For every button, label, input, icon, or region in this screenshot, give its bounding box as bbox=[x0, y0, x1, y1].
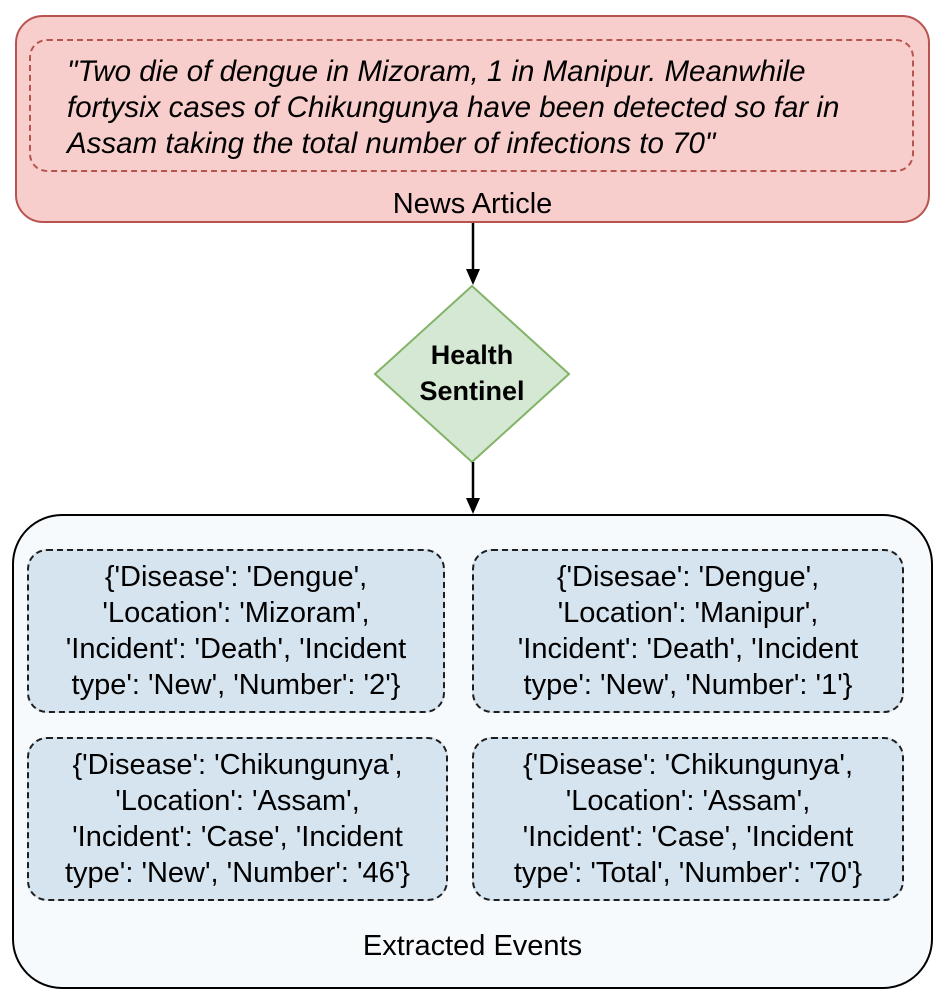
event-line: 'Incident': 'Death', 'Incident bbox=[517, 633, 859, 665]
event-line: 'Incident': 'Case', 'Incident bbox=[522, 821, 854, 853]
event-line: type': 'Total', 'Number': '70'} bbox=[513, 857, 863, 889]
arrow-news-to-sentinel bbox=[466, 223, 480, 285]
health-sentinel-label: Health Sentinel bbox=[373, 337, 571, 409]
event-text: {'Disease': 'Dengue', 'Location': 'Mizor… bbox=[66, 559, 406, 703]
event-line: {'Disease': 'Chikungunya', bbox=[72, 749, 403, 781]
news-article-label: News Article bbox=[392, 188, 553, 220]
event-card: {'Disease': 'Chikungunya', 'Location': '… bbox=[472, 737, 904, 901]
quote-box: "Two die of dengue in Mizoram, 1 in Mani… bbox=[29, 39, 914, 172]
event-text: {'Disesae': 'Dengue', 'Location': 'Manip… bbox=[518, 559, 858, 703]
event-line: type': 'New', 'Number': '46'} bbox=[64, 857, 410, 889]
event-line: {'Disesae': 'Dengue', bbox=[556, 561, 820, 593]
event-line: 'Location': 'Assam', bbox=[115, 785, 360, 817]
event-line: 'Incident': 'Death', 'Incident bbox=[65, 633, 407, 665]
label-line: Health bbox=[430, 340, 514, 370]
event-card: {'Disesae': 'Dengue', 'Location': 'Manip… bbox=[472, 549, 904, 713]
event-line: {'Disease': 'Chikungunya', bbox=[522, 749, 854, 781]
event-line: 'Location': 'Mizoram', bbox=[102, 597, 370, 629]
event-card: {'Disease': 'Dengue', 'Location': 'Mizor… bbox=[27, 549, 445, 713]
event-line: 'Location': 'Manipur', bbox=[557, 597, 819, 629]
event-card: {'Disease': 'Chikungunya', 'Location': '… bbox=[27, 737, 448, 901]
extracted-events-box: {'Disease': 'Dengue', 'Location': 'Mizor… bbox=[12, 514, 933, 989]
label-line: Sentinel bbox=[419, 376, 525, 406]
event-line: 'Location': 'Assam', bbox=[565, 785, 811, 817]
quote-line: "Two die of dengue in Mizoram, 1 in Mani… bbox=[67, 55, 806, 88]
event-line: 'Incident': 'Case', 'Incident bbox=[72, 821, 403, 853]
event-text: {'Disease': 'Chikungunya', 'Location': '… bbox=[514, 747, 862, 891]
quote-line: Assam taking the total number of infecti… bbox=[67, 127, 716, 160]
event-line: type': 'New', 'Number': '2'} bbox=[71, 669, 401, 701]
news-quote: "Two die of dengue in Mizoram, 1 in Mani… bbox=[67, 54, 907, 162]
event-text: {'Disease': 'Chikungunya', 'Location': '… bbox=[65, 747, 410, 891]
news-article-box: "Two die of dengue in Mizoram, 1 in Mani… bbox=[15, 15, 930, 223]
event-line: {'Disease': 'Dengue', bbox=[104, 561, 368, 593]
event-line: type': 'New', 'Number': '1'} bbox=[523, 669, 853, 701]
extracted-events-label: Extracted Events bbox=[362, 930, 583, 962]
quote-line: fortysix cases of Chikungunya have been … bbox=[67, 91, 840, 124]
arrow-sentinel-to-events bbox=[466, 462, 480, 514]
